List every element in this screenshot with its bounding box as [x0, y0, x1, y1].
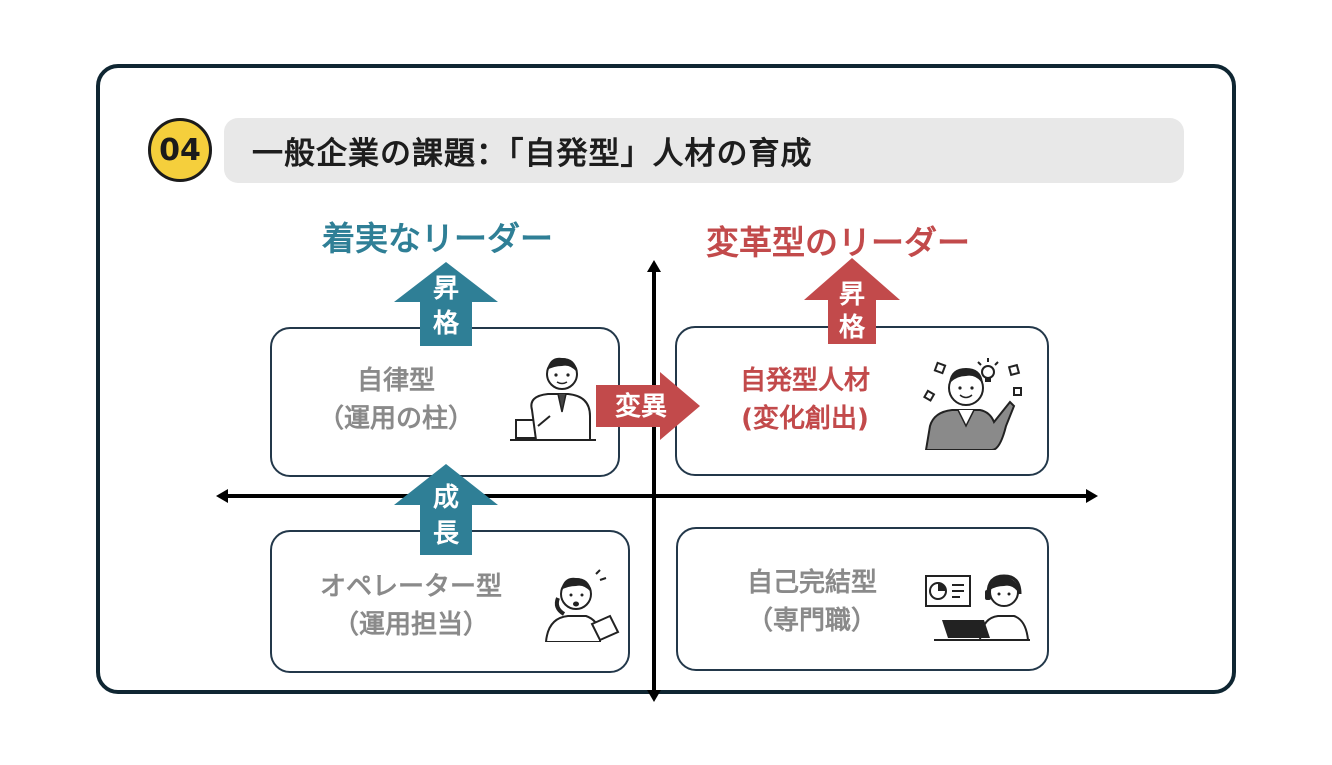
label-operator: オペレーター型 （運用担当）	[306, 568, 516, 644]
growth-arrow-char1: 成	[433, 483, 459, 513]
professional-laptop-icon	[925, 574, 1030, 641]
operator-phone-icon	[544, 569, 620, 642]
promote-arrow-left-char2: 格	[433, 308, 460, 339]
vertical-axis-arrowhead-top	[647, 260, 661, 272]
promote-arrow-left-char1: 昇	[433, 274, 459, 304]
title-bar: 一般企業の課題：「自発型」人材の育成	[224, 118, 1184, 183]
growth-arrow-char2: 長	[433, 519, 460, 549]
label-self-contained: 自己完結型 （専門職）	[722, 564, 902, 640]
horizontal-axis-arrowhead-right	[1086, 489, 1098, 503]
label-proactive: 自発型人材 (変化創出)	[705, 362, 905, 438]
growth-arrow: 成 長	[394, 464, 498, 555]
promote-arrow-right-char1: 昇	[839, 280, 865, 310]
label-operator-line1: オペレーター型	[319, 572, 502, 602]
slide-title: 一般企業の課題：「自発型」人材の育成	[252, 136, 813, 172]
slide-frame	[96, 64, 1236, 694]
person-idea-icon	[923, 358, 1022, 450]
promote-arrow-left: 昇 格	[394, 262, 498, 346]
transform-arrow: 変異	[596, 372, 700, 440]
promote-arrow-right-char2: 格	[839, 312, 866, 343]
step-badge: 04	[148, 118, 212, 182]
label-operator-line2: （運用担当）	[332, 610, 489, 640]
promote-arrow-right: 昇 格	[804, 258, 900, 344]
label-self-contained-line1: 自己完結型	[746, 568, 877, 598]
horizontal-axis-arrowhead-left	[216, 489, 228, 503]
heading-transformational-leader: 変革型のリーダー	[706, 223, 970, 262]
label-proactive-line1: 自発型人材	[739, 366, 870, 396]
label-proactive-line2: (変化創出)	[741, 404, 869, 434]
businessman-writing-icon	[510, 357, 596, 441]
vertical-axis-arrowhead-bottom	[647, 690, 661, 702]
heading-steady-leader: 着実なリーダー	[322, 219, 553, 258]
label-autonomous: 自律型 （運用の柱）	[296, 362, 496, 438]
label-self-contained-line2: （専門職）	[746, 606, 877, 636]
label-autonomous-line2: （運用の柱）	[317, 404, 474, 434]
transform-arrow-label: 変異	[615, 391, 667, 422]
label-autonomous-line1: 自律型	[356, 366, 435, 396]
